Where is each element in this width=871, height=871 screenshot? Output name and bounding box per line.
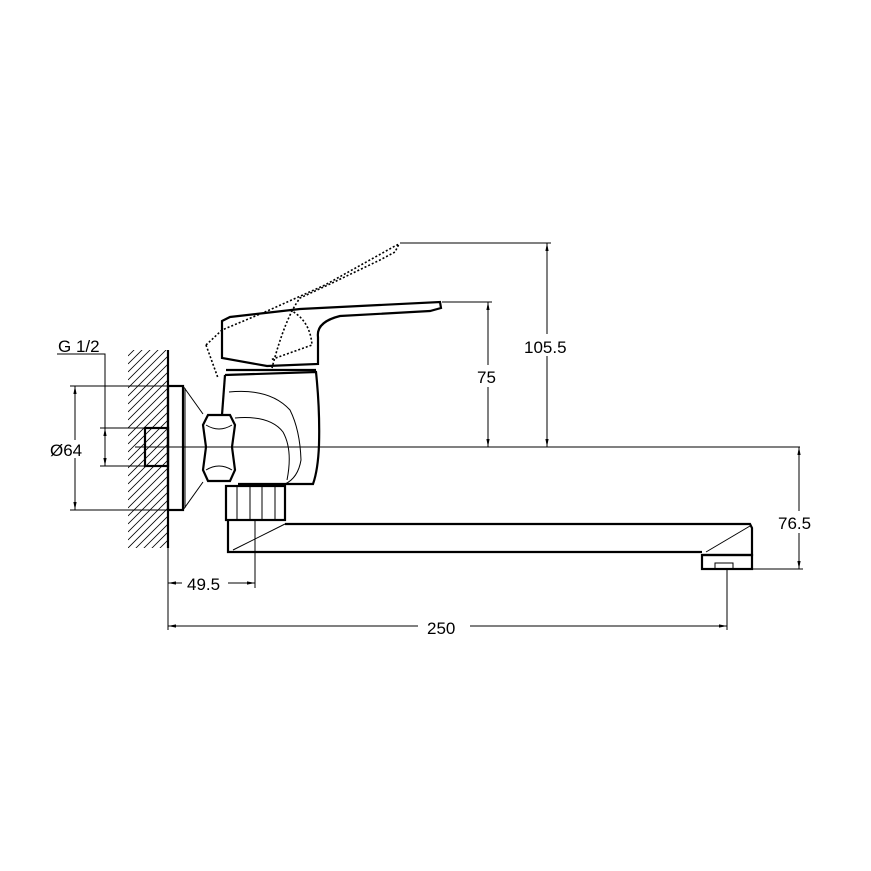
hatch-line — [128, 435, 168, 477]
hatch-line — [128, 395, 168, 437]
reach-label: 250 — [427, 619, 455, 638]
lever-closed-height-label: 75 — [477, 368, 496, 387]
wall-flange — [166, 384, 204, 512]
hatch-line — [128, 475, 168, 517]
hatch-line — [128, 350, 151, 373]
hatch-line — [167, 547, 168, 548]
hatch-line — [128, 499, 168, 541]
hatch-line — [128, 419, 168, 461]
hatch-line — [128, 350, 159, 381]
lever-closed — [220, 300, 443, 372]
wall-to-inlet-label: 49.5 — [187, 575, 220, 594]
hatch-line — [143, 523, 168, 548]
flange-diameter-label: Ø64 — [50, 441, 82, 460]
hatch-line — [128, 411, 168, 453]
mixer-body — [220, 370, 321, 486]
dim-lever-open-height: 105.5 — [400, 242, 574, 447]
hatch-line — [128, 403, 168, 445]
hatch-line — [128, 556, 168, 596]
hatch-line — [128, 467, 168, 509]
hatch-line — [128, 300, 168, 340]
hatch-line — [128, 507, 168, 548]
hatch-line — [128, 483, 168, 525]
dim-lever-closed-height: 75 — [442, 301, 502, 447]
hatch-line — [151, 531, 168, 548]
dim-thread: G 1/2 — [57, 337, 145, 467]
hex-nut — [201, 413, 237, 483]
spout — [226, 520, 754, 571]
hatch-line — [135, 515, 168, 548]
hatch-line — [128, 363, 168, 405]
dim-flange-diameter: Ø64 — [50, 385, 183, 511]
lever-open-height-label: 105.5 — [524, 338, 567, 357]
dim-wall-to-inlet: 49.5 — [167, 520, 256, 630]
hatch-line — [159, 539, 168, 548]
hatch-line — [128, 371, 168, 413]
dim-reach: 250 — [168, 569, 728, 638]
hatch-line — [128, 379, 168, 421]
hatch-line — [128, 350, 167, 389]
dim-spout-drop: 76.5 — [752, 447, 819, 570]
hatch-line — [128, 443, 168, 485]
wall-hatch — [128, 300, 168, 596]
lever-open-outline — [205, 242, 401, 379]
hatch-line — [128, 350, 135, 357]
hatch-line — [128, 427, 168, 469]
hatch-line — [128, 355, 168, 397]
hatch-line — [128, 491, 168, 533]
spout-drop-label: 76.5 — [778, 514, 811, 533]
outlet-nut — [224, 484, 287, 522]
thread-label: G 1/2 — [58, 337, 100, 356]
hatch-line — [128, 308, 168, 348]
hatch-line — [128, 350, 143, 365]
hatch-line — [128, 451, 168, 493]
hatch-line — [128, 387, 168, 429]
